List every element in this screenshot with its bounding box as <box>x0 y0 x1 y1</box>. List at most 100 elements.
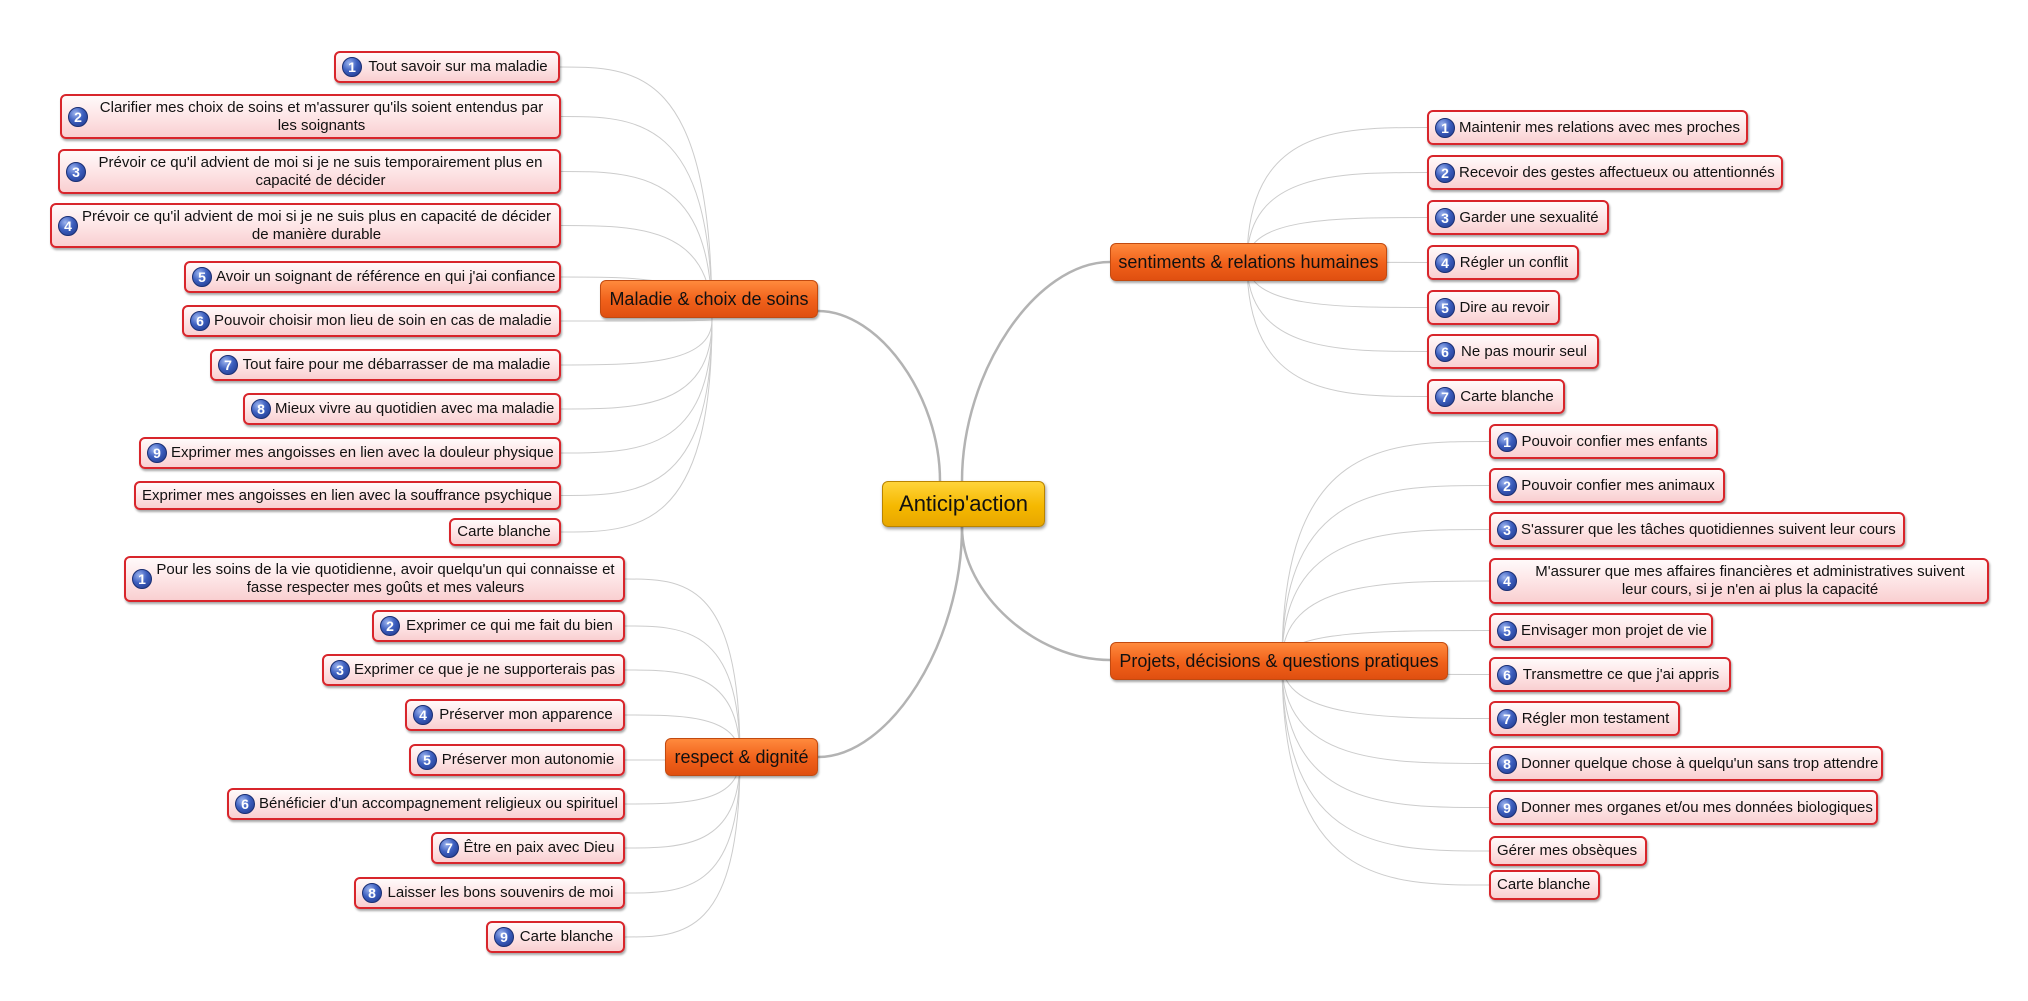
number-badge-icon: 1 <box>1435 117 1455 138</box>
number-badge-icon: 6 <box>190 311 210 331</box>
respect-item-8[interactable]: 8 Laisser les bons souvenirs de moi <box>354 877 625 909</box>
number-badge-icon: 9 <box>147 443 167 463</box>
branch-respect[interactable]: respect & dignité <box>665 738 818 776</box>
respect-item-connector <box>624 757 741 938</box>
projets-item-connector <box>1281 661 1490 719</box>
number-badge-icon: 3 <box>66 161 86 182</box>
item-label: Recevoir des gestes affectueux ou attent… <box>1459 163 1775 181</box>
maladie-item-connector <box>560 319 713 533</box>
sentiments-item-connector <box>1246 261 1428 352</box>
projets-main-connector <box>960 526 1111 662</box>
item-label: Prévoir ce qu'il advient de moi si je ne… <box>98 153 543 189</box>
respect-item-connector <box>624 669 741 759</box>
number-badge-icon: 9 <box>494 927 514 947</box>
item-label: Envisager mon projet de vie <box>1521 621 1707 639</box>
item-label: Exprimer mes angoisses en lien avec la d… <box>171 444 554 461</box>
projets-item-6[interactable]: 6 Transmettre ce que j'ai appris <box>1489 657 1731 692</box>
projets-item-11[interactable]: Carte blanche <box>1489 870 1600 900</box>
maladie-item-3[interactable]: 3 Prévoir ce qu'il advient de moi si je n… <box>58 149 561 194</box>
item-label: Pouvoir confier mes enfants <box>1521 432 1708 450</box>
item-label: Carte blanche <box>1460 387 1554 405</box>
projets-item-connector <box>1281 580 1490 663</box>
projets-item-connector <box>1281 661 1490 886</box>
projets-item-10[interactable]: Gérer mes obsèques <box>1489 836 1647 866</box>
item-label: Carte blanche <box>1497 876 1591 893</box>
item-label: Donner quelque chose à quelqu'un sans tr… <box>1521 754 1879 772</box>
number-badge-icon: 5 <box>1435 297 1455 318</box>
maladie-item-connector <box>560 319 713 454</box>
item-label: Avoir un soignant de référence en qui j'… <box>216 268 556 285</box>
item-label: Donner mes organes et/ou mes données bio… <box>1521 798 1873 816</box>
number-badge-icon: 7 <box>439 838 459 858</box>
central-topic[interactable]: Anticip'action <box>882 481 1045 527</box>
branch-maladie[interactable]: Maladie & choix de soins <box>600 280 818 318</box>
maladie-item-10[interactable]: Exprimer mes angoisses en lien avec la s… <box>134 481 561 510</box>
item-label: Pouvoir choisir mon lieu de soin en cas … <box>214 312 552 329</box>
item-label: Laisser les bons souvenirs de moi <box>387 884 614 901</box>
number-badge-icon: 8 <box>1497 753 1517 774</box>
item-label: Préserver mon autonomie <box>441 751 615 768</box>
sentiments-item-connector <box>1246 261 1428 397</box>
item-label: Bénéficier d'un accompagnement religieux… <box>259 795 618 812</box>
item-label: Tout savoir sur ma maladie <box>368 58 548 75</box>
number-badge-icon: 7 <box>218 355 238 375</box>
projets-item-connector <box>1281 661 1490 764</box>
number-badge-icon: 3 <box>330 660 350 680</box>
maladie-item-connector <box>560 171 713 321</box>
sentiments-item-connector <box>1246 127 1428 263</box>
branch-sentiments[interactable]: sentiments & relations humaines <box>1110 243 1387 281</box>
number-badge-icon: 4 <box>1435 252 1455 273</box>
maladie-item-connector <box>559 66 713 321</box>
item-label: Exprimer mes angoisses en lien avec la s… <box>142 486 552 504</box>
number-badge-icon: 2 <box>380 616 400 636</box>
maladie-item-connector <box>560 319 713 322</box>
number-badge-icon: 6 <box>1497 664 1517 685</box>
number-badge-icon: 3 <box>1497 519 1517 540</box>
respect-main-connector <box>817 526 964 759</box>
item-label: Dire au revoir <box>1459 298 1550 316</box>
number-badge-icon: 5 <box>192 267 212 287</box>
number-badge-icon: 9 <box>1497 797 1517 818</box>
maladie-item-11[interactable]: Carte blanche <box>449 518 561 546</box>
number-badge-icon: 8 <box>362 883 382 903</box>
number-badge-icon: 6 <box>235 794 255 814</box>
branch-projets[interactable]: Projets, décisions & questions pratiques <box>1110 642 1448 680</box>
projets-item-connector <box>1281 661 1490 808</box>
item-label: Être en paix avec Dieu <box>463 839 615 856</box>
item-label: Régler un conflit <box>1459 253 1569 271</box>
item-label: Transmettre ce que j'ai appris <box>1522 665 1720 683</box>
number-badge-icon: 7 <box>1497 708 1517 729</box>
item-label: M'assurer que mes affaires financières e… <box>1535 563 1965 598</box>
